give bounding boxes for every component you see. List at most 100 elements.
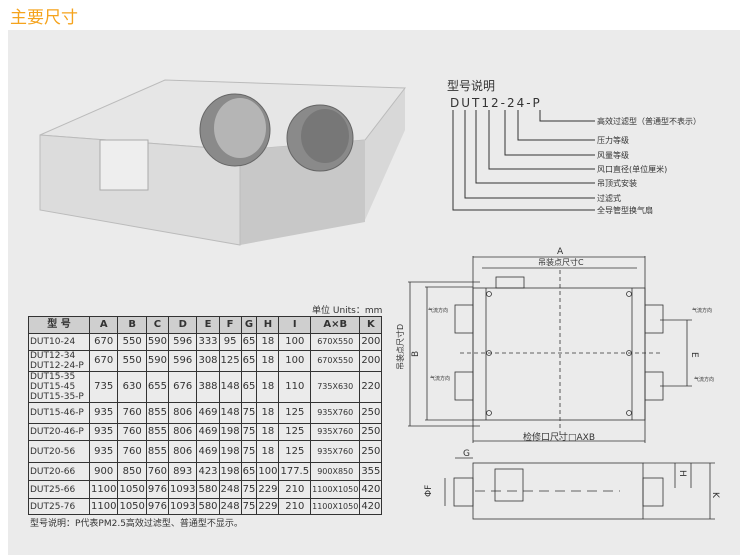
airflow-label: 气流方向: [694, 376, 714, 383]
value-cell: 65: [240, 333, 258, 351]
column-header: G: [240, 316, 258, 334]
value-cell: 229: [256, 480, 280, 499]
value-cell: 935: [88, 423, 119, 441]
access-size: 检修口尺寸□AXB: [523, 431, 595, 443]
value-cell: 1100X1050: [310, 480, 361, 499]
value-cell: 250: [359, 440, 383, 463]
value-cell: 806: [167, 402, 198, 424]
value-cell: 423: [196, 462, 220, 481]
value-cell: 125: [278, 440, 312, 463]
value-cell: 855: [145, 402, 170, 424]
value-cell: 760: [117, 402, 147, 424]
airflow-label: 气流方向: [430, 375, 450, 382]
value-cell: 469: [196, 423, 220, 441]
value-cell: 65: [240, 371, 258, 403]
value-cell: 1100: [88, 480, 119, 499]
dim-c: 吊装点尺寸C: [538, 257, 584, 267]
column-header: D: [167, 316, 198, 334]
value-cell: 18: [256, 440, 280, 463]
value-cell: 229: [256, 498, 280, 515]
value-cell: 580: [196, 480, 220, 499]
value-cell: 18: [256, 333, 280, 351]
value-cell: 1093: [167, 480, 198, 499]
value-cell: 18: [256, 371, 280, 403]
model-cell: DUT12-34 DUT12-24-P: [28, 350, 90, 372]
code-label: 压力等级: [597, 136, 629, 145]
value-cell: 1100: [88, 498, 119, 515]
value-cell: 469: [196, 440, 220, 463]
value-cell: 100: [278, 333, 312, 351]
code-label: 过滤式: [597, 194, 621, 203]
units-label: 单位 Units：mm: [312, 306, 383, 316]
product-image: [39, 79, 406, 246]
value-cell: 590: [145, 333, 170, 351]
value-cell: 200: [359, 350, 383, 372]
model-code: DUT12-24-P: [450, 96, 542, 110]
value-cell: 855: [145, 423, 170, 441]
value-cell: 18: [256, 423, 280, 441]
model-code-leaders: [452, 110, 595, 211]
model-cell: DUT25-76: [28, 498, 90, 515]
code-label: 风口直径(单位厘米): [597, 165, 668, 174]
model-explain-title: 型号说明: [447, 79, 496, 93]
value-cell: 590: [145, 350, 170, 372]
column-header: 型 号: [28, 316, 90, 334]
value-cell: 18: [256, 402, 280, 424]
value-cell: 935: [88, 440, 119, 463]
value-cell: 355: [359, 462, 383, 481]
value-cell: 760: [145, 462, 170, 481]
value-cell: 1050: [117, 480, 147, 499]
value-cell: 735: [88, 371, 119, 403]
value-cell: 1093: [167, 498, 198, 515]
value-cell: 125: [278, 402, 312, 424]
value-cell: 75: [240, 498, 258, 515]
value-cell: 388: [196, 371, 220, 403]
value-cell: 220: [359, 371, 383, 403]
model-cell: DUT25-66: [28, 480, 90, 499]
value-cell: 935X760: [310, 440, 361, 463]
column-header: A×B: [310, 316, 361, 334]
value-cell: 550: [117, 350, 147, 372]
dim-k: K: [710, 492, 720, 499]
value-cell: 900X850: [310, 462, 361, 481]
value-cell: 248: [218, 498, 242, 515]
value-cell: 200: [359, 333, 383, 351]
value-cell: 95: [218, 333, 242, 351]
value-cell: 655: [145, 371, 170, 403]
value-cell: 760: [117, 423, 147, 441]
value-cell: 900: [88, 462, 119, 481]
value-cell: 198: [218, 462, 242, 481]
dim-d: 吊装点尺寸D: [395, 324, 405, 370]
value-cell: 735X630: [310, 371, 361, 403]
value-cell: 550: [117, 333, 147, 351]
value-cell: 935: [88, 402, 119, 424]
value-cell: 670X550: [310, 350, 361, 372]
value-cell: 210: [278, 498, 312, 515]
value-cell: 630: [117, 371, 147, 403]
value-cell: 596: [167, 350, 198, 372]
column-header: B: [117, 316, 147, 334]
value-cell: 420: [359, 480, 383, 499]
column-header: I: [278, 316, 312, 334]
value-cell: 65: [240, 462, 258, 481]
dim-g: G: [463, 449, 470, 459]
drawing-labels: A 吊装点尺寸C 吊装点尺寸D B E 检修口尺寸□AXB 气流方向 气流方向 …: [395, 247, 720, 499]
value-cell: 976: [145, 480, 170, 499]
dim-b: B: [411, 351, 421, 357]
dim-e: E: [689, 352, 699, 358]
value-cell: 855: [145, 440, 170, 463]
value-cell: 670X550: [310, 333, 361, 351]
column-header: E: [196, 316, 220, 334]
column-header: C: [145, 316, 170, 334]
side-view-drawing: [444, 457, 715, 520]
model-cell: DUT20-56: [28, 440, 90, 463]
section-title: 主要尺寸: [10, 8, 78, 28]
code-label: 全导管型换气扇: [597, 206, 653, 215]
